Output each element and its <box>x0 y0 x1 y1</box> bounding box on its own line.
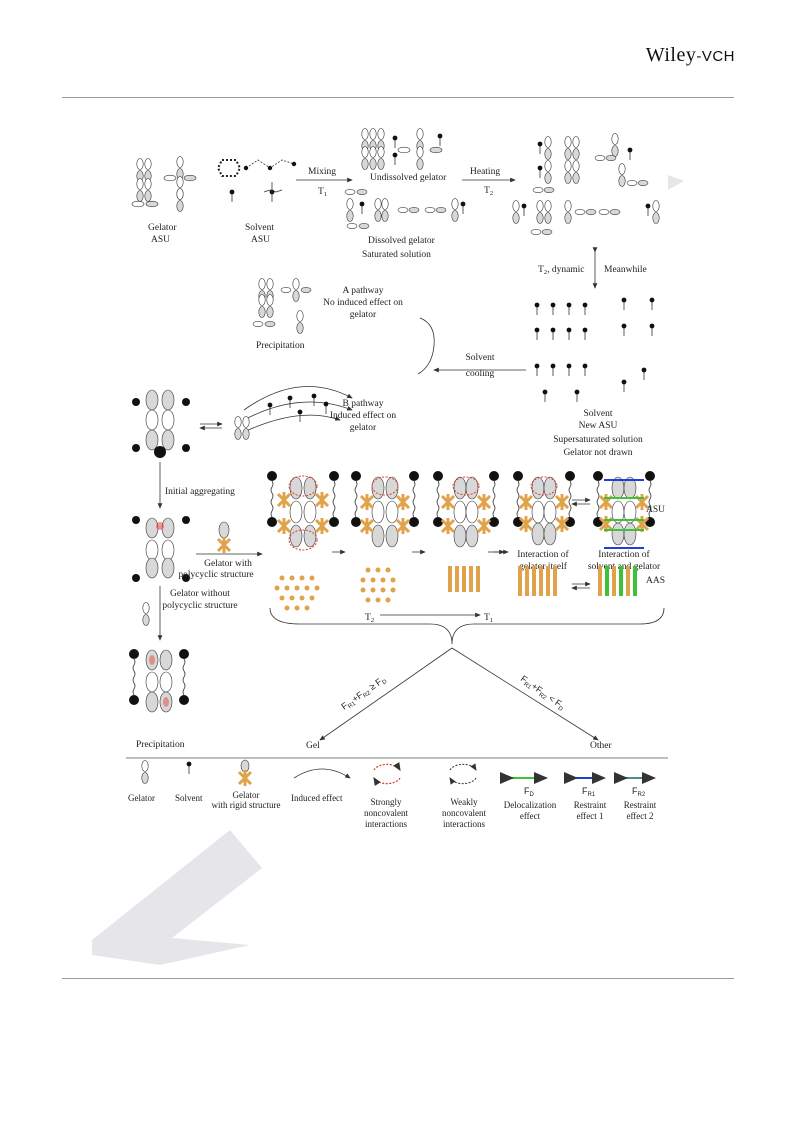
dissolved-label: Dissolved gelator <box>368 236 436 246</box>
b-pathway-induced <box>234 386 353 440</box>
condition-other: FR1+FR2 < FD <box>518 673 568 713</box>
initial-aggregate <box>132 516 190 582</box>
legend-induced-icon <box>293 768 351 779</box>
interaction-itself-label: Interaction ofgelator itself <box>517 549 569 572</box>
t2-bottom-label: T2 <box>365 613 374 624</box>
watermark-shape <box>92 830 262 965</box>
precipitation-top-label: Precipitation <box>256 341 305 351</box>
new-asu-solvent-cluster <box>534 297 655 403</box>
undissolved-label: Undissolved gelator <box>370 173 447 183</box>
solvent-asu-cluster <box>216 159 297 203</box>
watermark-arrow <box>668 175 684 190</box>
other-label: Other <box>590 741 612 751</box>
legend-solvent: Solvent <box>175 793 203 803</box>
rigid-gelator-icon <box>216 521 232 555</box>
undissolved-gelator-cluster <box>361 128 443 170</box>
aas-label: AAS <box>646 576 665 586</box>
legend-solvent-icon <box>186 761 192 775</box>
heated-solution-cluster <box>512 133 660 235</box>
legend-fr1-symbol: FR1 <box>582 786 596 798</box>
legend-gelator: Gelator <box>128 793 155 803</box>
publisher-logo: Wiley-VCH <box>645 44 735 66</box>
legend-rigid-icon <box>237 759 253 788</box>
legend-strong-icon <box>373 761 401 787</box>
aas-clusters <box>274 566 637 611</box>
assembly-stages <box>266 470 656 555</box>
legend-fd-symbol: FD <box>524 786 535 798</box>
legend-fr2-symbol: FR2 <box>632 786 646 798</box>
precipitation-bottom-label: Precipitation <box>136 740 185 750</box>
legend-weak-icon <box>449 763 477 785</box>
t2-label: T2 <box>484 186 493 197</box>
saturated-label: Saturated solution <box>362 250 431 260</box>
t2-dynamic-label: T2, dynamic <box>538 265 585 276</box>
heating-label: Heating <box>470 167 500 177</box>
header-rule <box>62 97 734 98</box>
footer-rule <box>62 978 734 979</box>
legend-gelator-icon <box>141 760 149 784</box>
t1-label: T1 <box>318 187 327 198</box>
precipitation-aggregate <box>128 648 190 713</box>
initial-aggregating-label: Initial aggregating <box>165 487 235 497</box>
meanwhile-label: Meanwhile <box>604 265 647 275</box>
dissolved-gelator-cluster <box>344 189 466 229</box>
b-pathway-aggregate <box>132 389 190 458</box>
a-pathway-cluster <box>252 278 312 334</box>
plain-gelator-icon <box>142 602 150 626</box>
gelator-asu-cluster <box>131 156 197 212</box>
asu-label: ASU <box>646 505 665 515</box>
gel-label: Gel <box>306 741 320 751</box>
mixing-label: Mixing <box>308 167 336 177</box>
legend-induced: Induced effect <box>291 793 343 803</box>
t1-bottom-label: T1 <box>484 613 493 624</box>
condition-gel: FR1+FR2 ≥ FD <box>339 674 389 714</box>
